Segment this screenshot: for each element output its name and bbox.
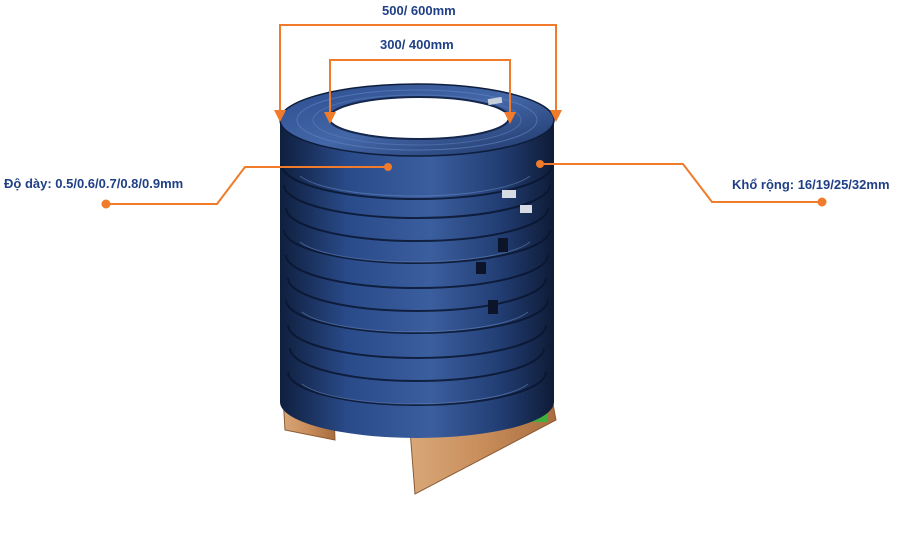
thickness-label: Độ dày: 0.5/0.6/0.7/0.8/0.9mm (4, 176, 184, 191)
width-dot (817, 197, 827, 207)
width-leader-line (540, 163, 822, 203)
inner-right-arrow (504, 112, 516, 124)
inner-diameter-bracket (329, 59, 511, 120)
outer-left-arrow (274, 110, 286, 122)
steel-strap-coil (279, 83, 555, 438)
width-label: Khổ rộng: 16/19/25/32mm (732, 177, 890, 192)
outer-diameter-label: 500/ 600mm (382, 3, 456, 18)
coil-center-hole (328, 96, 510, 140)
outer-right-arrow (550, 110, 562, 122)
outer-diameter-bracket (279, 24, 557, 118)
coil-wrap-lines (281, 164, 553, 406)
inner-left-arrow (324, 112, 336, 124)
thickness-dot (101, 199, 111, 209)
thickness-point (384, 163, 392, 171)
width-point (536, 160, 544, 168)
thickness-leader-line (106, 166, 388, 205)
inner-diameter-label: 300/ 400mm (380, 37, 454, 52)
